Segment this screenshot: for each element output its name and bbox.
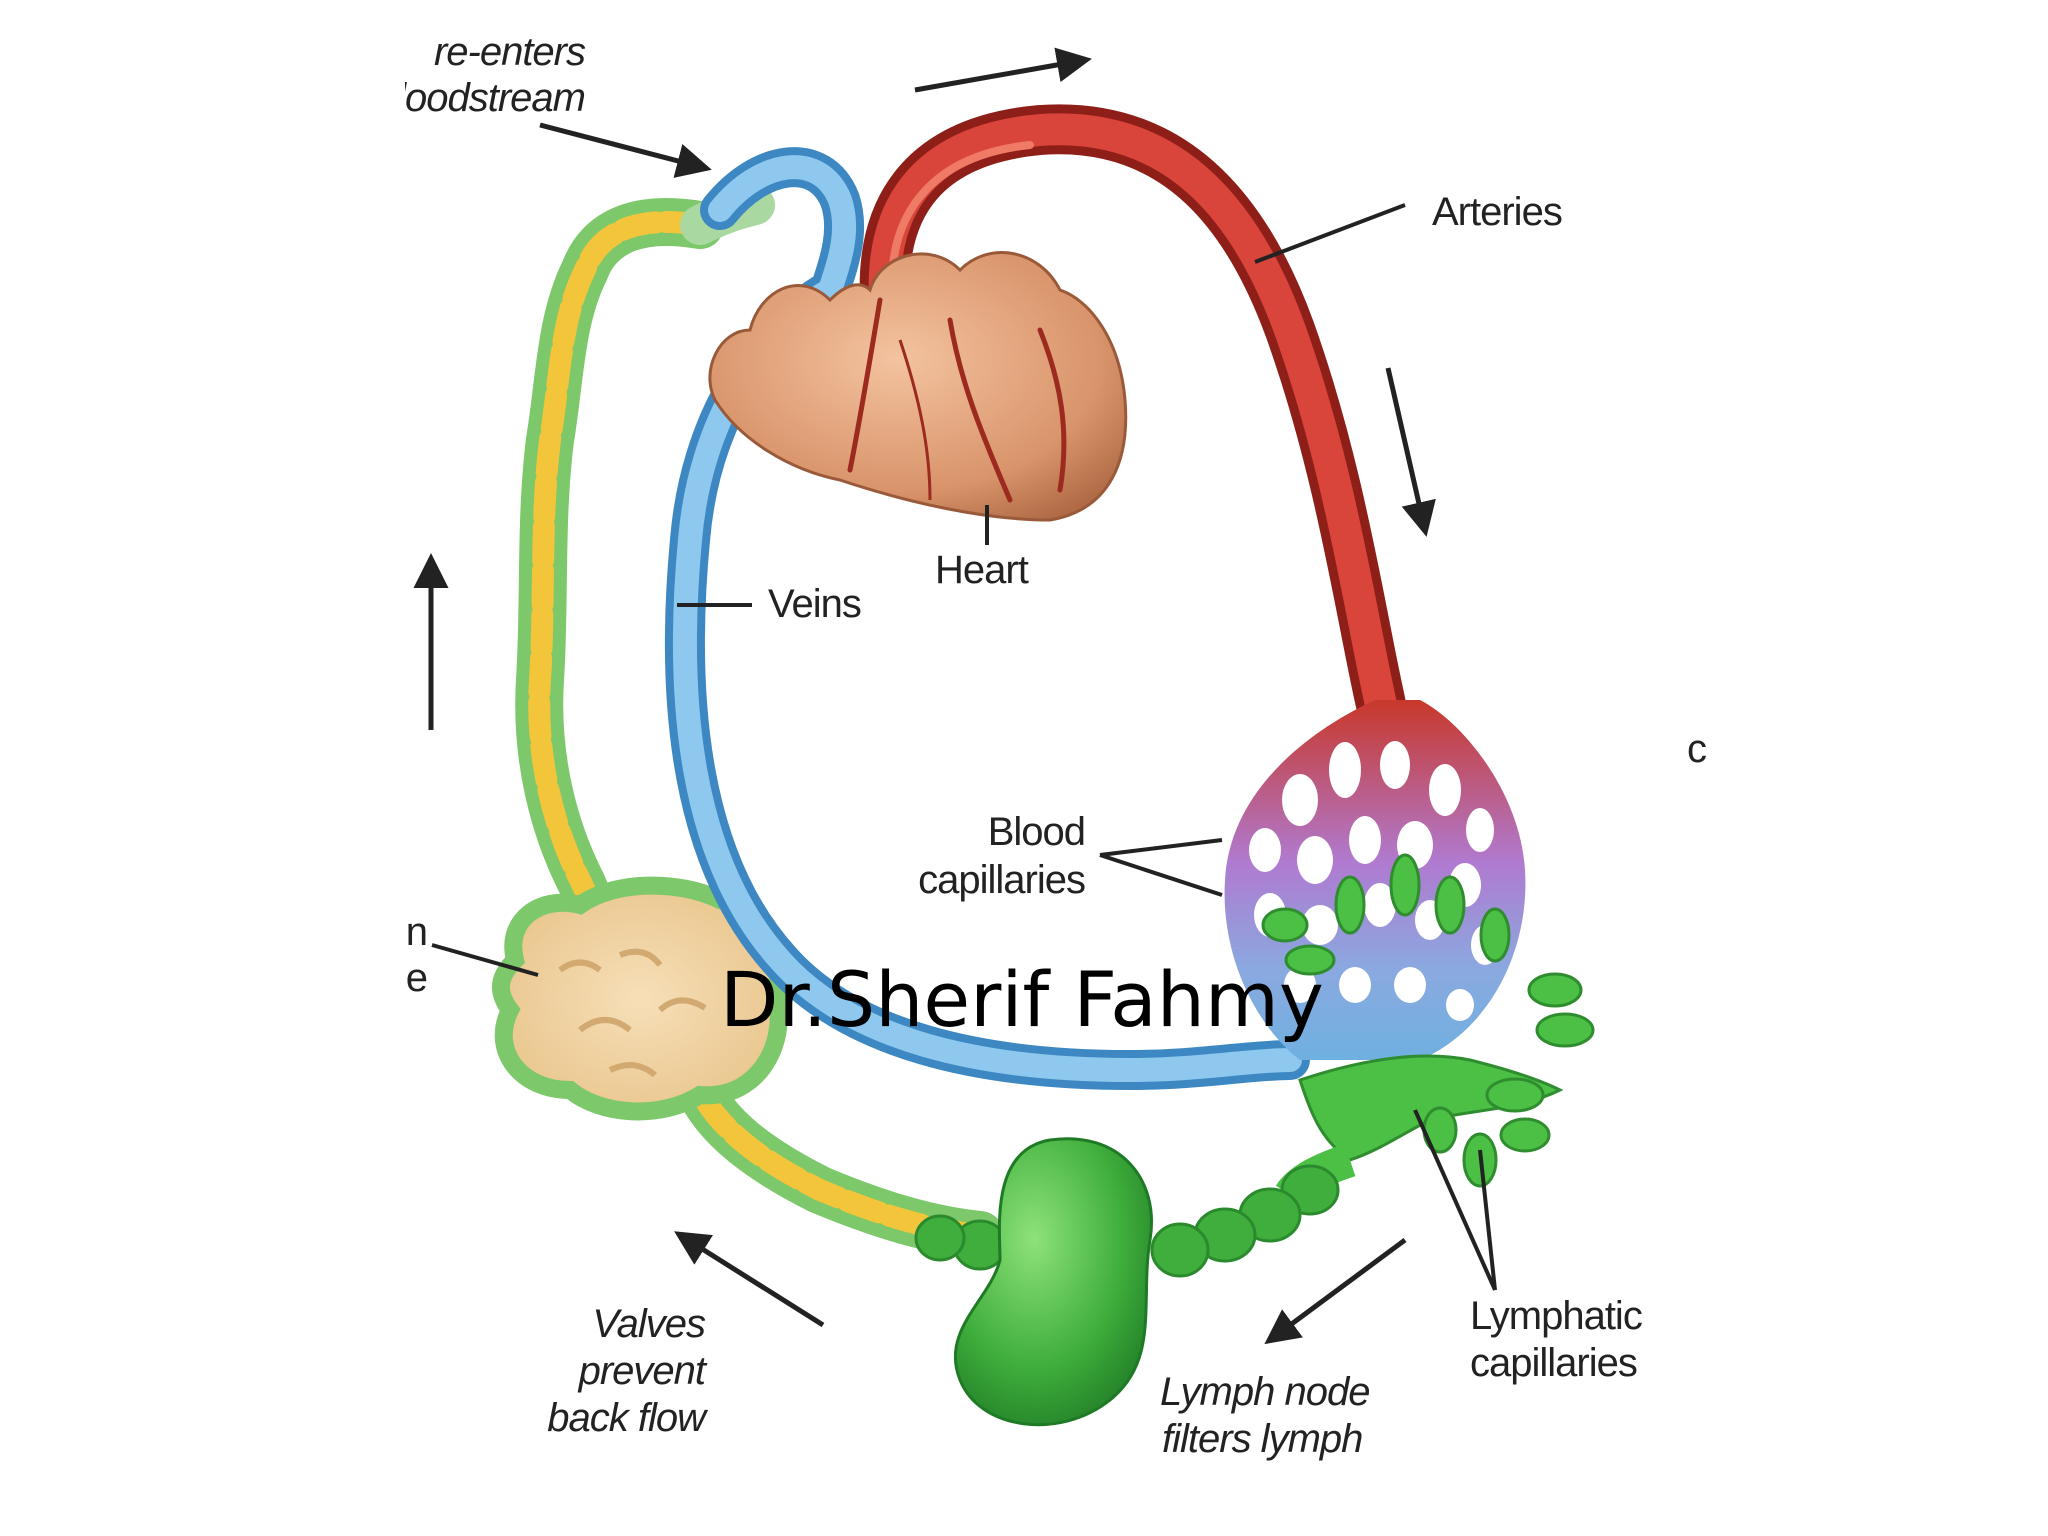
reenters-label-line1: re-enters xyxy=(433,30,586,74)
left-partial-label-line1: n xyxy=(405,910,427,954)
arrow-right-down xyxy=(1385,367,1436,537)
arteries-label: Arteries xyxy=(1432,190,1563,234)
leader-lines xyxy=(431,203,1497,1291)
watermark: Dr.Sherif Fahmy xyxy=(720,955,1324,1044)
right-edge-glyph: c xyxy=(1687,727,1707,771)
arrow-reenters xyxy=(539,122,712,178)
blood-capillaries-label-line2: capillaries xyxy=(918,858,1086,902)
veins-label: Veins xyxy=(768,582,862,626)
lymph-node-label-line2: filters lymph xyxy=(1162,1417,1363,1461)
arrow-valves xyxy=(674,1231,825,1328)
lymph-node-left xyxy=(492,876,788,1121)
arrow-lymph-node xyxy=(1264,1237,1407,1345)
flow-arrows xyxy=(413,47,1436,1345)
heart-label: Heart xyxy=(935,548,1029,592)
valves-label-line2: prevent xyxy=(578,1349,706,1393)
left-partial-label-line2: e xyxy=(405,956,427,1000)
arrow-top xyxy=(914,47,1092,93)
lymphatic-capillaries-label-line1: Lymphatic xyxy=(1470,1294,1643,1338)
lymph-vessel-bottom xyxy=(914,1164,1340,1278)
left-partial-label-clip: n e xyxy=(405,908,427,1008)
reenters-label-line2: bloodstream xyxy=(405,76,586,120)
lymphatic-capillaries-label-line2: capillaries xyxy=(1470,1341,1638,1385)
lymph-node-label-line1: Lymph node xyxy=(1160,1370,1370,1414)
blood-capillaries-label-line1: Blood xyxy=(987,810,1086,854)
heart xyxy=(708,251,1128,522)
reenters-label-clip: re-enters bloodstream xyxy=(405,26,605,126)
valves-label-line1: Valves xyxy=(592,1302,706,1346)
vein xyxy=(664,147,1310,1091)
lymph-node-main xyxy=(953,1137,1153,1427)
valves-label-line3: back flow xyxy=(547,1396,706,1440)
